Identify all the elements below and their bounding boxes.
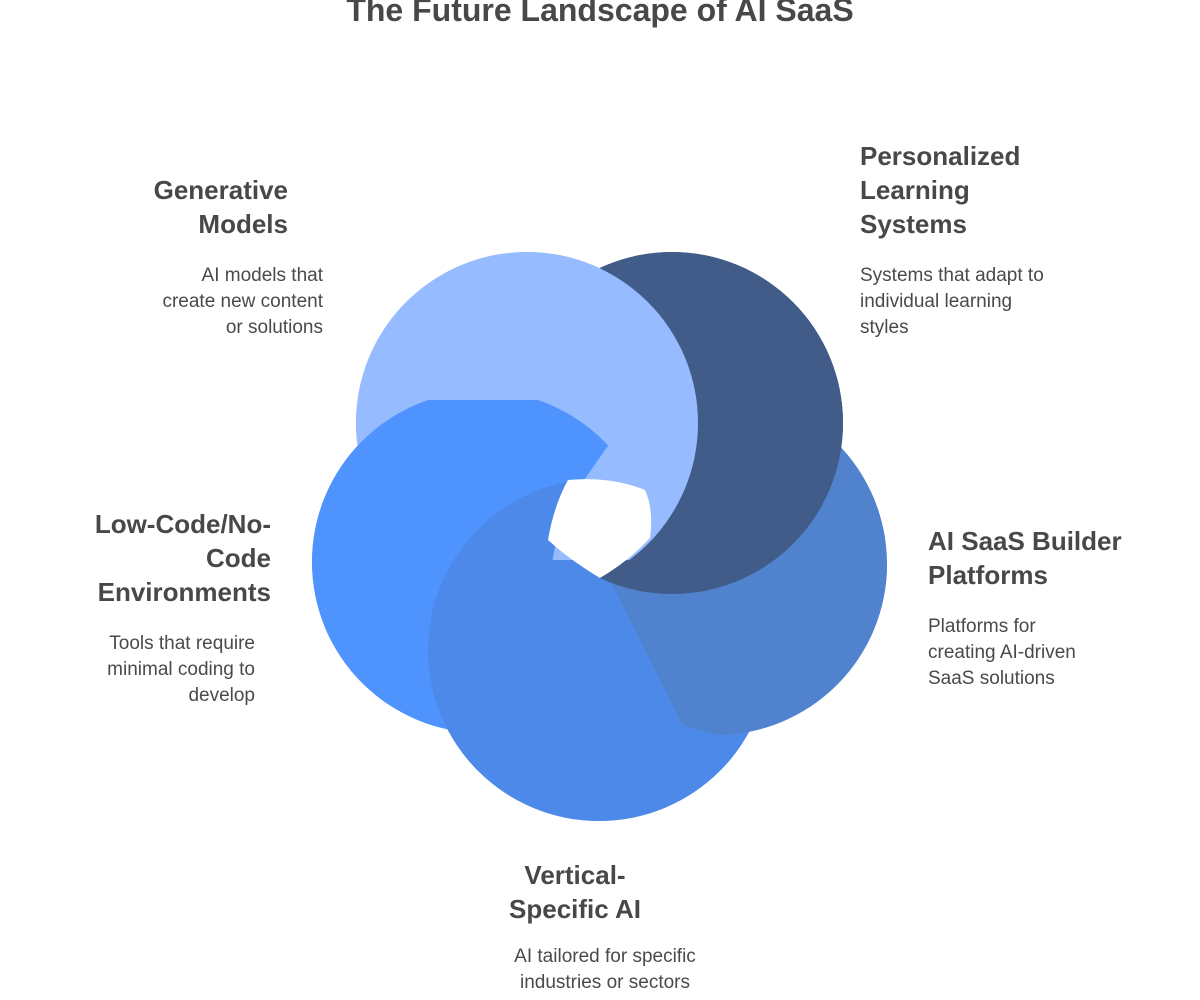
personalized-title-line1: Personalized [860, 141, 1021, 171]
lowcode-desc-line3: develop [188, 685, 255, 706]
personalized-title-line3: Systems [860, 209, 967, 239]
generative-title-line1: Generative [153, 175, 288, 205]
generative-desc-line1: AI models that [201, 265, 323, 286]
builder-desc-line1: Platforms for [928, 616, 1036, 637]
builder-desc-line2: creating AI-driven [928, 642, 1076, 663]
lowcode-desc-line1: Tools that require [109, 633, 255, 654]
personalized-title-line2: Learning [860, 175, 970, 205]
lowcode-title-line2: Code [206, 543, 271, 573]
lowcode-desc-line2: minimal coding to [107, 659, 255, 680]
vertical-desc-line1: AI tailored for specific [514, 946, 696, 967]
page-title: The Future Landscape of AI SaaS [346, 0, 854, 28]
desc-lowcode: Tools that require minimal coding to dev… [15, 631, 255, 709]
vertical-title-line1: Vertical- [524, 860, 626, 890]
personalized-desc-line2: individual learning [860, 291, 1013, 312]
desc-builder: Platforms for creating AI-driven SaaS so… [928, 614, 1188, 692]
generative-title-line2: Models [198, 209, 288, 239]
label-builder: AI SaaS Builder Platforms [928, 524, 1188, 592]
lowcode-title-line3: Environments [97, 577, 271, 607]
label-generative: Generative Models [68, 173, 288, 241]
label-lowcode: Low-Code/No- Code Environments [31, 507, 271, 609]
label-vertical: Vertical- Specific AI [455, 858, 695, 926]
desc-personalized: Systems that adapt to individual learnin… [860, 263, 1120, 341]
personalized-desc-line3: styles [860, 317, 909, 338]
lowcode-title-line1: Low-Code/No- [94, 509, 271, 539]
center-hole [548, 479, 652, 578]
label-personalized: Personalized Learning Systems [860, 139, 1120, 241]
desc-generative: AI models that create new content or sol… [83, 263, 323, 341]
desc-vertical: AI tailored for specific industries or s… [465, 944, 745, 996]
builder-title-line2: Platforms [928, 560, 1048, 590]
generative-desc-line2: create new content [162, 291, 323, 312]
generative-desc-line3: or solutions [225, 317, 323, 338]
vertical-title-line2: Specific AI [509, 894, 641, 924]
builder-desc-line3: SaaS solutions [928, 668, 1055, 689]
vertical-desc-line2: industries or sectors [519, 972, 690, 993]
personalized-desc-line1: Systems that adapt to [860, 265, 1044, 286]
builder-title-line1: AI SaaS Builder [928, 526, 1122, 556]
